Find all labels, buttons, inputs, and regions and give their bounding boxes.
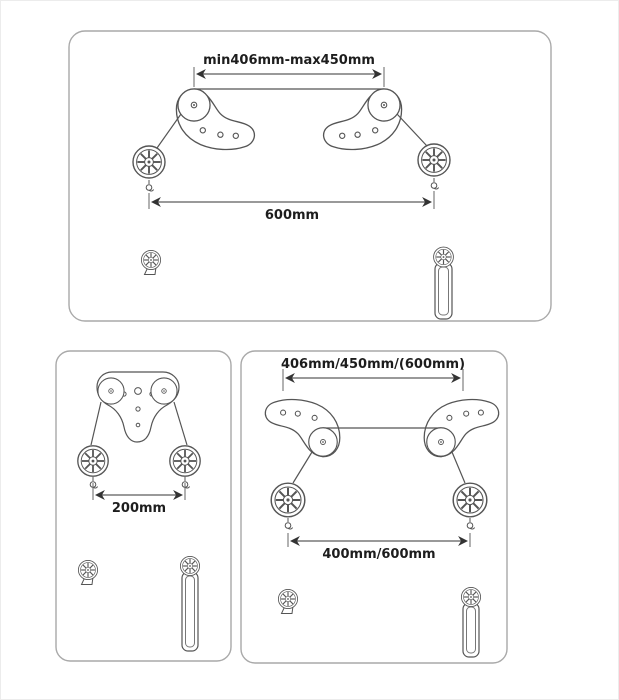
pulley-left — [177, 88, 211, 122]
dimension-top-width: 406mm/450mm/(600mm) — [281, 357, 465, 391]
dimension-label: min406mm-max450mm — [203, 53, 375, 68]
spoked-wheel-left — [270, 482, 306, 518]
pulley-left — [308, 427, 338, 457]
cable-right — [451, 451, 466, 484]
dimension-width: 200mm — [92, 483, 186, 516]
strap-wheel — [179, 555, 201, 577]
cable-left — [90, 401, 102, 446]
panel-bottom-left: 200mm — [55, 350, 232, 662]
panel-bottom-right: 406mm/450mm/(600mm) 400mm/600mm — [240, 350, 508, 664]
panel-top: min406mm-max450mm 600mm — [68, 30, 552, 322]
dimension-label: 400mm/600mm — [322, 547, 435, 562]
strap-body — [462, 602, 480, 658]
cable-left — [292, 451, 313, 484]
spoked-wheel-right — [452, 482, 488, 518]
strap-strip — [432, 246, 455, 320]
dimension-bottom-width: 400mm/600mm — [287, 533, 471, 562]
cable-right — [173, 401, 188, 446]
strap-wheel — [432, 246, 455, 268]
dimension-label: 406mm/450mm/(600mm) — [281, 357, 465, 372]
spoked-wheel-right — [168, 444, 202, 478]
strap-wheel — [460, 586, 482, 608]
pulley-left — [97, 377, 125, 405]
dimension-bottom-width: 600mm — [148, 191, 435, 223]
strap-body — [434, 262, 453, 320]
pulley-right — [426, 427, 456, 457]
strap-body — [181, 571, 199, 652]
cable-left — [156, 113, 182, 149]
dimension-top-width: min406mm-max450mm — [193, 53, 385, 87]
spoked-wheel-left — [132, 145, 166, 179]
cable-right — [396, 113, 428, 147]
spoked-wheel-left — [76, 444, 110, 478]
strap-strip — [460, 586, 482, 658]
strap-strip — [179, 555, 201, 652]
dimension-label: 600mm — [265, 208, 319, 223]
spoked-wheel-right — [417, 143, 451, 177]
pulley-right — [367, 88, 401, 122]
pulley-right — [150, 377, 178, 405]
dimension-label: 200mm — [112, 501, 166, 516]
